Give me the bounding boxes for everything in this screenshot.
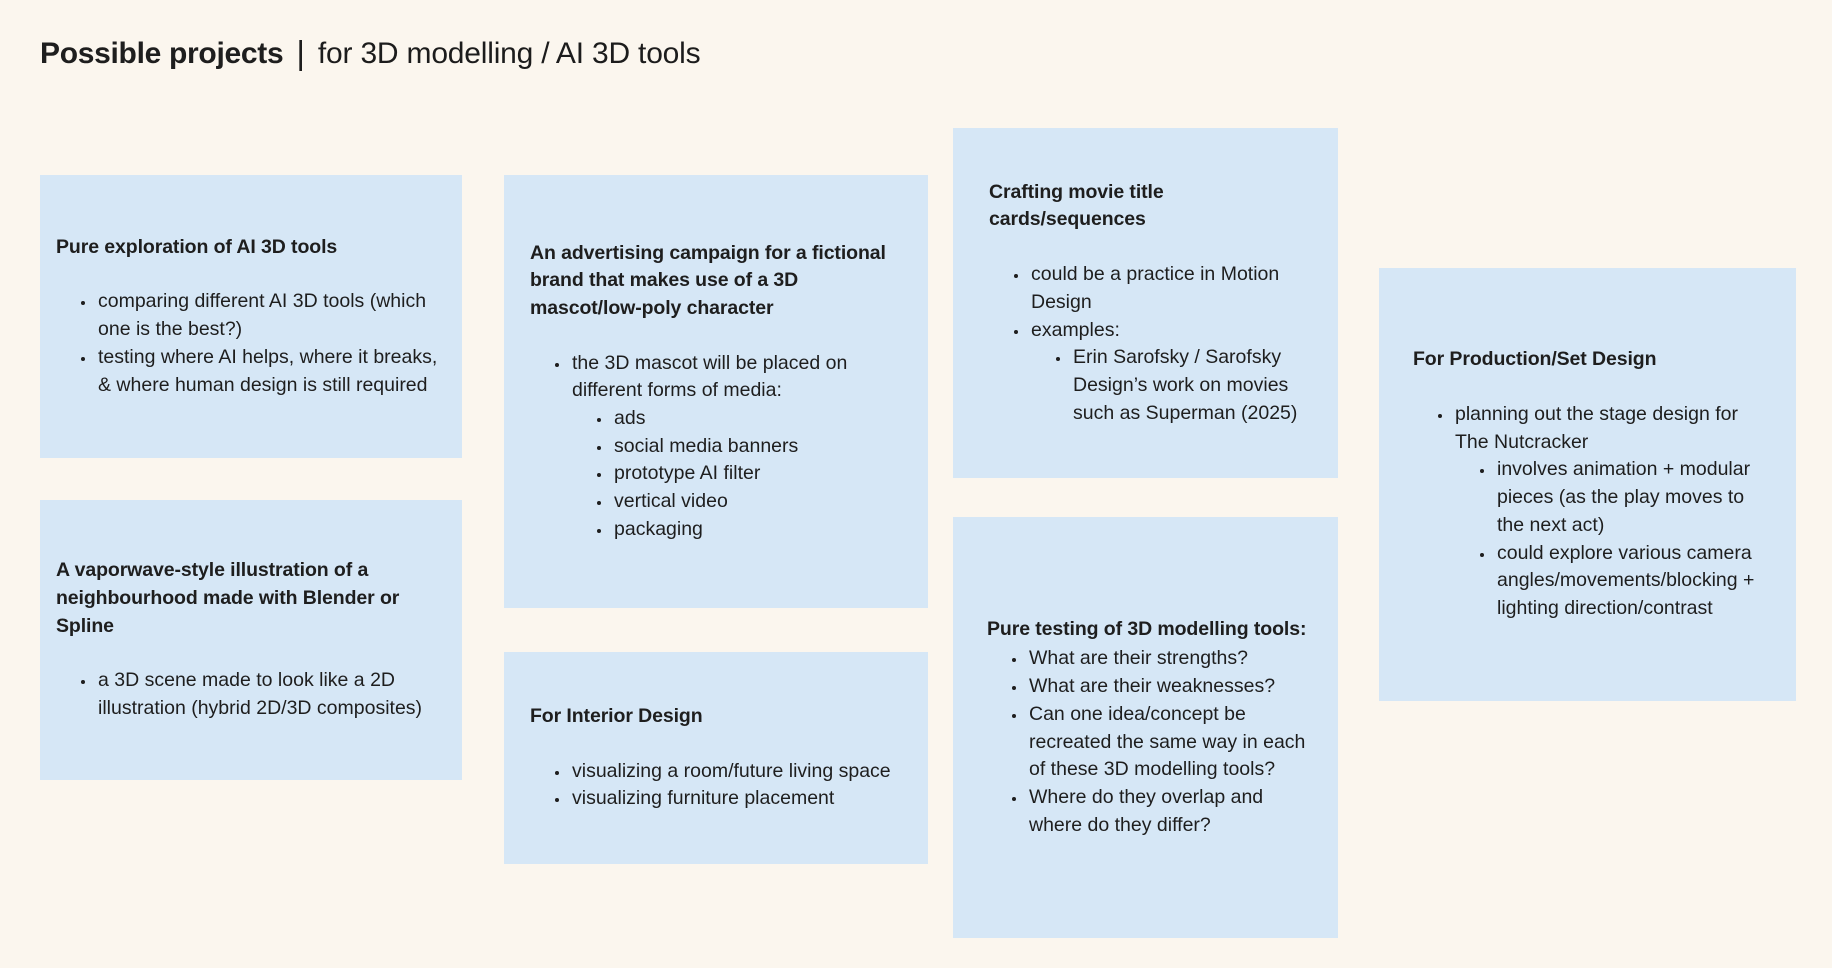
bullet-item: Erin Sarofsky / Sarofsky Design’s work o…	[1071, 344, 1308, 427]
note-card-advertising-campaign[interactable]: An advertising campaign for a fictional …	[504, 175, 928, 608]
bullet-item: What are their strengths?	[1027, 645, 1310, 673]
bullet-item: packaging	[612, 516, 902, 544]
card-title: For Interior Design	[530, 704, 703, 727]
bullet-item: ads	[612, 405, 902, 433]
page-title: Possible projects | for 3D modelling / A…	[40, 34, 701, 74]
bullet-item: planning out the stage design for The Nu…	[1453, 401, 1768, 623]
bullet-item: prototype AI filter	[612, 460, 902, 488]
card-title: For Production/Set Design	[1413, 348, 1657, 371]
bullet-item: comparing different AI 3D tools (which o…	[96, 288, 446, 343]
bullet-list: a 3D scene made to look like a 2D illust…	[56, 667, 446, 722]
bullet-item: could be a practice in Motion Design	[1029, 261, 1308, 316]
bullet-item: involves animation + modular pieces (as …	[1495, 456, 1768, 539]
note-card-vaporwave-illustration[interactable]: A vaporwave-style illustration of a neig…	[40, 500, 462, 780]
note-card-pure-exploration[interactable]: Pure exploration of AI 3D tools comparin…	[40, 175, 462, 458]
bullet-item: examples:Erin Sarofsky / Sarofsky Design…	[1029, 317, 1308, 428]
bullet-list: adssocial media bannersprototype AI filt…	[572, 405, 902, 543]
note-card-pure-testing[interactable]: Pure testing of 3D modelling tools: What…	[953, 517, 1338, 938]
card-title: A vaporwave-style illustration of a neig…	[56, 559, 400, 637]
bullet-list: involves animation + modular pieces (as …	[1455, 456, 1768, 622]
card-title: Crafting movie title cards/sequences	[989, 180, 1164, 231]
bullet-list: could be a practice in Motion Designexam…	[989, 261, 1308, 427]
note-card-movie-title-cards[interactable]: Crafting movie title cards/sequences cou…	[953, 128, 1338, 478]
bullet-list: visualizing a room/future living spacevi…	[530, 758, 891, 813]
bullet-list: Erin Sarofsky / Sarofsky Design’s work o…	[1031, 344, 1308, 427]
bullet-list: What are their strengths?What are their …	[987, 645, 1310, 839]
bullet-item: could explore various camera angles/move…	[1495, 540, 1768, 623]
bullet-item: Where do they overlap and where do they …	[1027, 784, 1310, 839]
bullet-list: the 3D mascot will be placed on differen…	[530, 350, 902, 544]
card-title: An advertising campaign for a fictional …	[530, 241, 886, 319]
page-title-subtitle: for 3D modelling / AI 3D tools	[317, 36, 701, 70]
bullet-item: testing where AI helps, where it breaks,…	[96, 344, 446, 399]
bullet-list: planning out the stage design for The Nu…	[1413, 401, 1768, 623]
card-title: Pure exploration of AI 3D tools	[56, 235, 338, 258]
card-title: Pure testing of 3D modelling tools:	[987, 617, 1307, 640]
bullet-item: a 3D scene made to look like a 2D illust…	[96, 667, 446, 722]
note-card-interior-design[interactable]: For Interior Design visualizing a room/f…	[504, 652, 928, 864]
note-card-production-set-design[interactable]: For Production/Set Design planning out t…	[1379, 268, 1796, 701]
bullet-item: vertical video	[612, 488, 902, 516]
bullet-item: social media banners	[612, 433, 902, 461]
bullet-item: Can one idea/concept be recreated the sa…	[1027, 701, 1310, 784]
page-title-separator: |	[296, 34, 305, 71]
bullet-list: comparing different AI 3D tools (which o…	[56, 288, 446, 399]
bullet-item: the 3D mascot will be placed on differen…	[570, 350, 902, 544]
bullet-item: What are their weaknesses?	[1027, 673, 1310, 701]
bullet-item: visualizing furniture placement	[570, 785, 891, 813]
page-title-main: Possible projects	[40, 36, 284, 70]
bullet-item: visualizing a room/future living space	[570, 758, 891, 786]
